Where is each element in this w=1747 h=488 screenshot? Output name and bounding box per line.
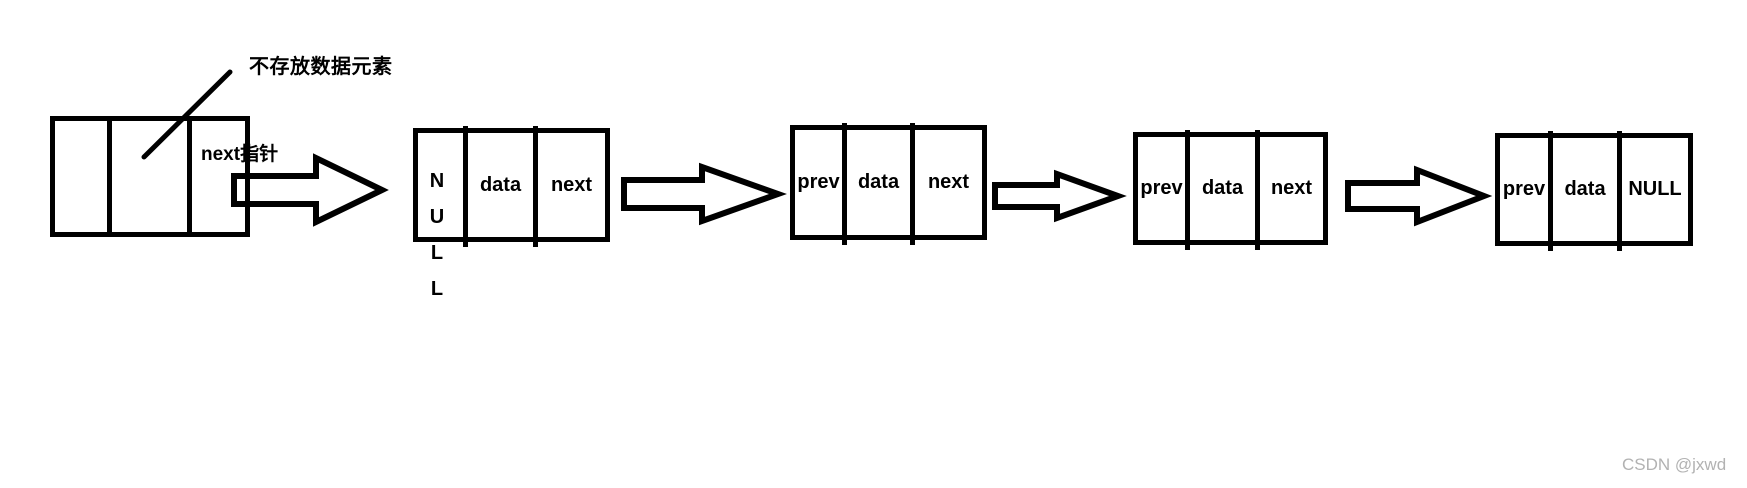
data-cell: data <box>479 173 522 196</box>
cell-divider <box>1548 131 1553 251</box>
prev-null-vertical-label: N U L L <box>418 163 456 307</box>
cell-divider <box>842 123 847 245</box>
prev-cell: prev <box>1502 178 1546 200</box>
cell-divider <box>1255 130 1260 250</box>
data-cell: data <box>1564 178 1606 200</box>
arrow-first-to-second-icon <box>621 162 787 226</box>
head-strike-line <box>141 69 233 160</box>
cell-divider <box>1617 131 1622 251</box>
null-letter: L <box>430 278 444 300</box>
prev-cell: prev <box>1140 177 1183 199</box>
head-note-label: 不存放数据元素 <box>249 56 393 78</box>
next-pointer-label: next指针 <box>201 144 279 165</box>
second-node: prev data next <box>790 123 987 245</box>
null-letter: N <box>429 170 445 192</box>
null-letter: U <box>429 206 445 228</box>
next-cell: next <box>1270 177 1313 199</box>
cell-divider <box>910 123 915 245</box>
first-node: N U L L data next <box>413 126 610 300</box>
next-cell: next <box>927 171 970 193</box>
cell-divider <box>463 126 468 247</box>
next-cell: next <box>550 173 593 196</box>
arrow-third-to-tail-icon <box>1345 165 1493 227</box>
null-letter: L <box>430 242 444 264</box>
data-cell: data <box>857 171 900 193</box>
cell-divider <box>1185 130 1190 250</box>
arrow-second-to-third-icon <box>992 169 1127 223</box>
arrow-head-to-first-icon <box>231 153 389 227</box>
third-node: prev data next <box>1133 130 1328 250</box>
cell-divider <box>187 121 192 232</box>
null-cell: NULL <box>1628 178 1682 200</box>
tail-node: prev data NULL <box>1495 131 1693 251</box>
cell-divider <box>533 126 538 247</box>
cell-divider <box>107 121 112 232</box>
prev-cell: prev <box>797 171 840 193</box>
head-node <box>50 116 250 237</box>
csdn-watermark: CSDN @jxwd <box>1622 455 1727 474</box>
data-cell: data <box>1201 177 1244 199</box>
